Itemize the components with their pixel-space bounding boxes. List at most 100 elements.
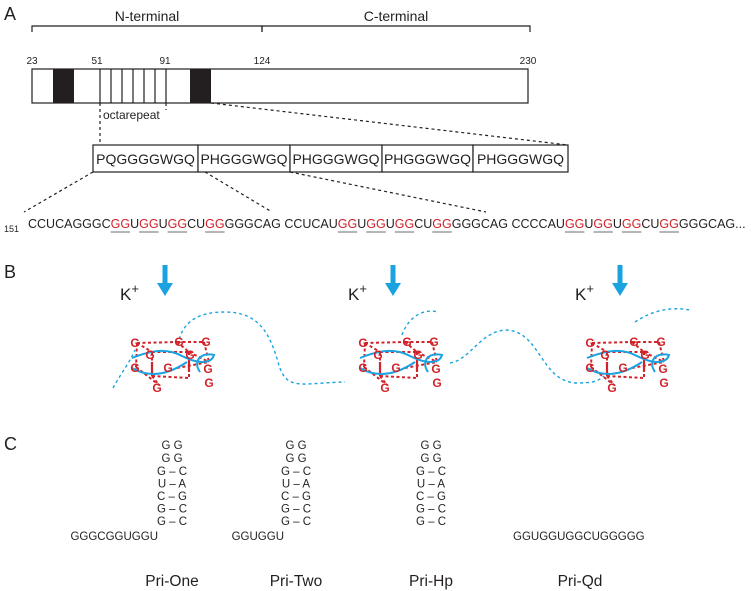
guanine-label: G — [656, 335, 665, 349]
tetrad-bond — [203, 341, 210, 363]
zoom-lines-protein — [99, 102, 569, 146]
gg-motif: GG — [205, 217, 224, 231]
gg-motif: GG — [111, 217, 130, 231]
octarepeat-label: octarepeat — [103, 108, 160, 122]
stem-base-pair: U – A — [282, 479, 310, 491]
guanine-label: G — [185, 348, 194, 362]
tetrad-bond — [379, 375, 388, 386]
guanine-label: G — [373, 348, 382, 362]
tetrad-bond — [404, 341, 418, 353]
sequence-segment: U — [357, 217, 366, 231]
tetrad-bond — [364, 341, 406, 344]
loop-side: G G — [285, 453, 306, 465]
n-terminal-bracket — [31, 25, 263, 32]
rna-backbone — [131, 350, 216, 376]
guanine-label: G — [204, 376, 213, 390]
panel-label-b: B — [4, 262, 16, 282]
guanine-label: G — [429, 335, 438, 349]
guanine-label: G — [152, 381, 161, 395]
sequence-segment: U — [613, 217, 622, 231]
octarepeat-box — [472, 144, 569, 173]
guanine-label: G — [607, 381, 616, 395]
gg-motif: GG — [659, 217, 678, 231]
hydrophobic-block-2 — [190, 69, 211, 103]
single-strand-tail: GGGCGGUGGU — [70, 531, 158, 543]
tetrad-bond — [431, 341, 438, 363]
tetrad-bond — [364, 342, 381, 353]
construct-name: Pri-Qd — [558, 573, 603, 590]
gg-motif: GG — [395, 217, 414, 231]
sequence-segment: CCUCAGGGC — [28, 217, 111, 231]
sequence-segment: CU — [641, 217, 659, 231]
sequence-segment: U — [584, 217, 593, 231]
tetrad-bond — [151, 375, 160, 386]
octarepeat-sequence: PHGGGWGQ — [200, 151, 287, 167]
stem-base-pair: G – C — [157, 504, 187, 516]
residue-23: 23 — [26, 56, 38, 67]
sequence-segment: GGGCAG CCUCAU — [225, 217, 338, 231]
sequence-segment: CU — [414, 217, 432, 231]
loop-top: G G — [285, 440, 306, 452]
stem-base-pair: U – A — [158, 479, 186, 491]
stem-base-pair: C – G — [416, 491, 446, 503]
guanine-label: G — [413, 348, 422, 362]
guanine-label: G — [432, 376, 441, 390]
stem-base-pair: C – G — [157, 491, 187, 503]
guanine-label: G — [391, 361, 400, 375]
tetrad-bond — [591, 342, 608, 353]
protein-domain-bar — [31, 68, 529, 104]
tetrad-bond — [136, 342, 153, 353]
loop-side: G G — [161, 453, 182, 465]
tetrad-bond — [590, 366, 615, 386]
loop-top: G G — [161, 440, 182, 452]
n-terminal-label: N-terminal — [115, 8, 180, 24]
tetrad-bond — [135, 342, 138, 368]
panel-label-c: C — [4, 434, 17, 454]
sequence-segment: CU — [187, 217, 205, 231]
stem-base-pair: G – C — [416, 504, 446, 516]
residue-124: 124 — [254, 56, 271, 67]
sequence-segment: U — [386, 217, 395, 231]
tetrad-bond — [379, 375, 418, 379]
octarepeat-dividers — [99, 69, 167, 103]
tetrad-bond — [135, 366, 160, 386]
guanine-label: G — [600, 348, 609, 362]
guanine-label: G — [585, 361, 594, 375]
stem-base-pair: G – C — [416, 466, 446, 478]
gg-motif: GG — [565, 217, 584, 231]
guanine-label: G — [130, 361, 139, 375]
guanine-label: G — [640, 348, 649, 362]
tetrad-bond — [176, 341, 190, 353]
residue-91: 91 — [159, 56, 171, 67]
stem-base-pair: G – C — [281, 504, 311, 516]
guanine-label: G — [203, 362, 212, 376]
construct-pri-one: G GG GG – CU – AC – GG – CG – CGGGCGGUGG… — [70, 440, 198, 590]
rna-backbone — [359, 350, 444, 376]
tetrad-bond — [631, 341, 645, 353]
stem-base-pair: C – G — [281, 491, 311, 503]
sequence-segment: GGGCAG... — [679, 217, 746, 231]
octarepeat-sequence: PHGGGWGQ — [292, 151, 379, 167]
octarepeat-box — [197, 144, 291, 173]
guanine-label: G — [431, 362, 440, 376]
rna-backbone — [586, 350, 671, 376]
sequence-segment: GGGCAG CCCCAU — [452, 217, 565, 231]
guanine-label: G — [618, 361, 627, 375]
stem-base-pair: U – A — [417, 479, 445, 491]
tetrad-bond — [591, 341, 633, 344]
rna-linker — [112, 308, 691, 389]
construct-name: Pri-One — [145, 573, 198, 590]
guanine-label: G — [380, 381, 389, 395]
guanine-label: G — [145, 348, 154, 362]
octarepeat-box — [92, 144, 199, 173]
sequence-segment: U — [130, 217, 139, 231]
stem-base-pair: G – C — [157, 466, 187, 478]
guanine-label: G — [201, 335, 210, 349]
guanine-label: G — [358, 336, 367, 350]
zoom-lines-sequence — [23, 171, 487, 213]
octarepeat-sequence: PHGGGWGQ — [477, 151, 564, 167]
octarepeat-sequence: PQGGGGWGQ — [96, 151, 195, 167]
